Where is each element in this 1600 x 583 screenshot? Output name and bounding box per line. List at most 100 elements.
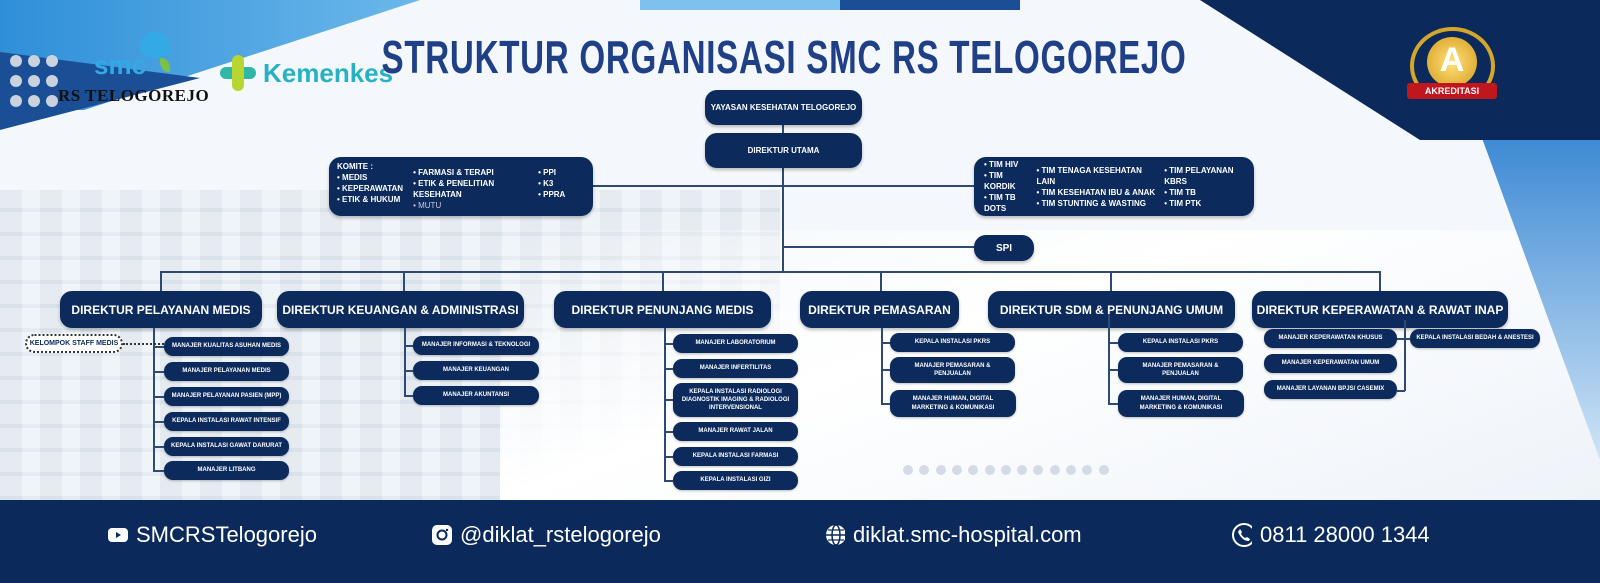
connector-line [1110,271,1112,291]
dot [919,465,930,475]
komite-item: PPRA [543,190,566,199]
connector-line [153,370,164,373]
connector-line [1404,320,1406,391]
komite-box[interactable]: KOMITE : • MEDIS • KEPERAWATAN • ETIK & … [329,157,593,216]
tim-item: TIM STUNTING & WASTING [1041,198,1146,208]
unit-box[interactable]: MANAJER PELAYANAN PASIEN (MPP) [164,387,289,406]
connector-line [404,369,413,372]
dotted-connector [123,343,164,345]
unit-box[interactable]: KEPALA INSTALASI GIZI [673,471,798,490]
leaf-icon [160,58,170,72]
komite-col1: KOMITE : • MEDIS • KEPERAWATAN • ETIK & … [337,162,404,204]
connector-line [404,394,413,397]
tim-col1: • TIM HIV • TIM KORDIK • TIM TB DOTS [984,160,1019,213]
unit-box[interactable]: KEPALA INSTALASI GAWAT DARURAT [164,437,289,456]
tim-item: TIM PELAYANAN KBRS [1164,165,1234,186]
page-title: STRUKTUR ORGANISASI SMC RS TELOGOREJO [381,31,1187,83]
director-penunjang-medis[interactable]: DIREKTUR PENUNJANG MEDIS [554,291,771,328]
laurel-icon [1410,27,1495,105]
unit-box[interactable]: MANAJER INFORMASI & TEKNOLOGI [413,336,539,355]
unit-box[interactable]: MANAJER LAYANAN BPJS/ CASEMIX [1264,380,1397,399]
director-sdm-penunjang-umum[interactable]: DIREKTUR SDM & PENUNJANG UMUM [988,291,1235,328]
connector-line [153,445,164,448]
connector-line [1108,369,1118,371]
connector-line [153,328,155,470]
unit-box[interactable]: KEPALA INSTALASI FARMASI [673,447,798,466]
footer-phone[interactable]: 0811 28000 1344 [1232,522,1430,548]
unit-box[interactable]: MANAJER LABORATORIUM [673,334,798,353]
spi-box[interactable]: SPI [974,235,1034,261]
connector-line [881,402,890,405]
unit-box[interactable]: MANAJER PEMASARAN & PENJUALAN [890,357,1015,383]
tim-item: TIM TENAGA KESEHATAN LAIN [1036,165,1142,186]
unit-box[interactable]: MANAJER PELAYANAN MEDIS [164,362,289,381]
unit-box[interactable]: MANAJER INFERTILITAS [673,359,798,378]
connector-line [153,395,164,398]
tim-col3: • TIM PELAYANAN KBRS • TIM TB • TIM PTK [1164,165,1234,208]
connector-line [783,246,974,248]
footer-bar [0,500,1600,583]
connector-line [153,345,164,348]
tim-col2: • TIM TENAGA KESEHATAN LAIN • TIM KESEHA… [1036,165,1156,208]
phone-icon [1232,523,1252,547]
footer-instagram[interactable]: @diklat_rstelogorejo [432,522,661,548]
direktur-utama-box[interactable]: DIREKTUR UTAMA [705,133,862,168]
kemenkes-logo [220,55,256,91]
dot [1017,465,1028,475]
unit-box[interactable]: MANAJER HUMAN, DIGITAL MARKETING & KOMUN… [890,390,1016,417]
unit-box[interactable]: MANAJER KEPERAWATAN KHUSUS [1264,329,1397,348]
unit-box[interactable]: MANAJER KEUANGAN [413,361,539,380]
dot [1033,465,1044,475]
dot [1066,465,1076,475]
connector-line [153,420,164,423]
instagram-handle: @diklat_rstelogorejo [460,522,661,547]
kemenkes-wordmark: Kemenkes [263,58,394,88]
unit-box[interactable]: KEPALA INSTALASI PKRS [890,333,1015,352]
tim-box[interactable]: • TIM HIV • TIM KORDIK • TIM TB DOTS • T… [974,157,1254,216]
unit-box[interactable]: MANAJER LITBANG [164,461,289,480]
connector-line [664,342,673,345]
connector-line [404,328,406,396]
unit-box[interactable]: KEPALA INSTALASI PKRS [1118,333,1243,352]
komite-item: KEPERAWATAN [342,184,404,193]
connector-line [404,344,413,347]
unit-box[interactable]: MANAJER PEMASARAN & PENJUALAN [1118,357,1243,383]
komite-col3: • PPI • K3 • PPRA [538,168,566,199]
unit-box[interactable]: MANAJER AKUNTANSI [413,386,539,405]
director-keperawatan-rawat-inap[interactable]: DIREKTUR KEPERAWATAN & RAWAT INAP [1252,291,1508,328]
director-pemasaran[interactable]: DIREKTUR PEMASARAN [800,291,959,328]
unit-box[interactable]: MANAJER RAWAT JALAN [673,422,798,441]
tim-item: TIM KORDIK [984,171,1016,191]
connector-line [664,367,673,370]
komite-heading: KOMITE : [337,162,373,171]
director-keuangan-administrasi[interactable]: DIREKTUR KEUANGAN & ADMINISTRASI [277,291,524,328]
connector-line [881,341,890,344]
kelompok-staff-medis-label: KELOMPOK STAFF MEDIS [29,340,119,347]
smc-wordmark: smc [94,50,147,80]
unit-box[interactable]: MANAJER HUMAN, DIGITAL MARKETING & KOMUN… [1118,390,1244,417]
tim-item: TIM HIV [989,160,1019,169]
footer-website[interactable]: diklat.smc-hospital.com [825,522,1082,548]
unit-box[interactable]: MANAJER KUALITAS ASUHAN MEDIS [164,337,289,356]
unit-box[interactable]: KEPALA INSTALASI BEDAH & ANESTESI [1410,329,1540,348]
connector-line [881,369,890,371]
connector-line [1397,338,1410,340]
instagram-icon [432,525,452,545]
connector-line [662,271,664,291]
globe-icon [825,524,845,546]
page-title-wrap: STRUKTUR ORGANISASI SMC RS TELOGOREJO [0,30,1568,84]
unit-box[interactable]: KEPALA INSTALASI RADIOLOGI DIAGNOSTIK IM… [673,383,798,417]
director-pelayanan-medis[interactable]: DIREKTUR PELAYANAN MEDIS [60,291,262,328]
unit-box[interactable]: KEPALA INSTALASI RAWAT INTENSIF [164,412,289,431]
dot [968,465,979,475]
smc-logo-shape [140,32,170,58]
connector-line [664,328,666,481]
komite-item: ETIK & PENELITIAN KESEHATAN [413,179,495,199]
unit-box[interactable]: MANAJER KEPERAWATAN UMUM [1264,354,1397,373]
connector-line [664,430,673,433]
footer-youtube[interactable]: SMCRSTelogorejo [108,522,317,548]
kelompok-staff-medis-box[interactable]: KELOMPOK STAFF MEDIS [25,334,123,353]
yayasan-box[interactable]: YAYASAN KESEHATAN TELOGOREJO [705,90,862,125]
connector-line [1108,402,1118,405]
decor-shape [640,0,900,10]
